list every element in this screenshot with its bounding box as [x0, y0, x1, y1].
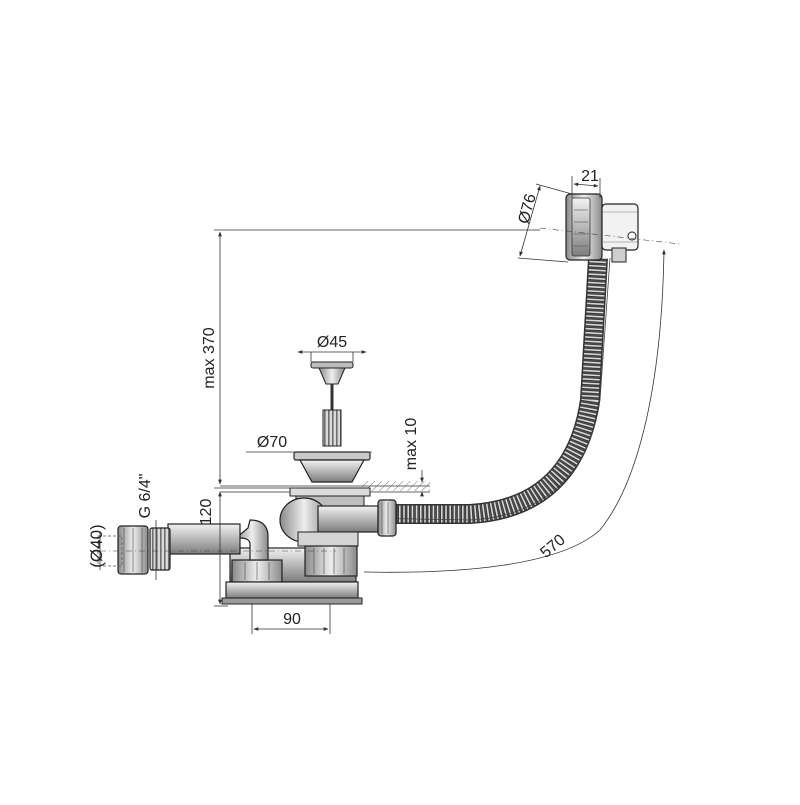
label-g64: G 6/4": [137, 474, 154, 519]
label-21: 21: [581, 168, 599, 185]
label-max370: max 370: [201, 327, 218, 388]
label-d70: Ø70: [257, 434, 287, 451]
label-max10: max 10: [403, 418, 420, 471]
dimension-lines: [99, 176, 666, 634]
label-d40: (Ø40): [87, 524, 106, 567]
overflow-head: [539, 193, 681, 263]
label-d76: Ø76: [516, 192, 540, 226]
waste-valve: [97, 361, 430, 605]
label-d45: Ø45: [317, 334, 347, 351]
label-90: 90: [283, 611, 301, 628]
label-120: 120: [198, 499, 215, 526]
label-570: 570: [537, 531, 568, 561]
flexible-hose: [359, 257, 611, 524]
